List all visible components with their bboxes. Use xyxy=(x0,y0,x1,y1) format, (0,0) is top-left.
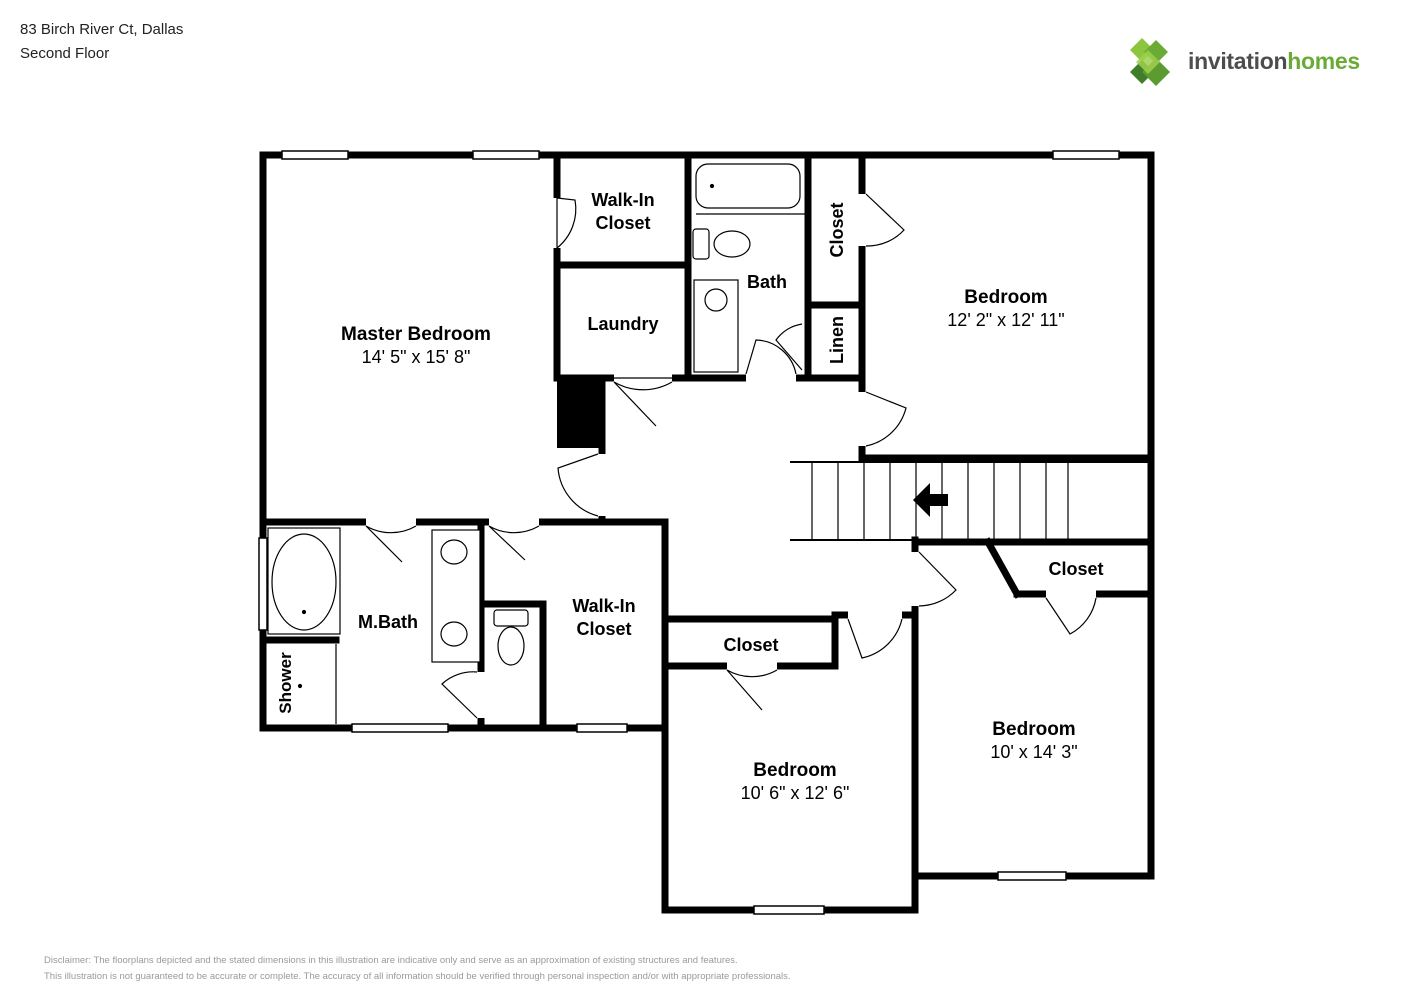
logo-mark-icon xyxy=(1130,38,1170,86)
bathtub-icon xyxy=(695,163,801,209)
label-bath: Bath xyxy=(747,272,787,292)
dims-bedroom-ne: 12' 2" x 12' 11" xyxy=(947,310,1064,330)
disclaimer-line-2: This illustration is not guaranteed to b… xyxy=(44,971,791,982)
stairs xyxy=(790,461,1151,541)
walls xyxy=(259,151,1155,914)
label-bedroom-se: Bedroom xyxy=(992,719,1075,740)
logo-word-homes: homes xyxy=(1287,48,1360,74)
structural-column xyxy=(557,378,605,448)
fixtures xyxy=(267,163,808,724)
property-address: 83 Birch River Ct, Dallas xyxy=(20,21,184,38)
label-bedroom-ne: Bedroom xyxy=(964,287,1047,308)
dims-bedroom-s: 10' 6" x 12' 6" xyxy=(741,783,850,803)
stair-direction-arrow-icon xyxy=(913,483,948,517)
label-walkin-mid-2: Closet xyxy=(576,619,631,639)
toilet-icon xyxy=(692,228,710,260)
logo-word-invitation: invitation xyxy=(1188,48,1288,74)
master-tub-icon xyxy=(271,533,337,631)
toilet-icon xyxy=(493,609,529,627)
doors xyxy=(365,193,1097,719)
dims-bedroom-se: 10' x 14' 3" xyxy=(990,742,1077,762)
disclaimer-line-1: Disclaimer: The floorplans depicted and … xyxy=(44,955,738,966)
sink-icon xyxy=(440,539,468,565)
floor-label: Second Floor xyxy=(20,45,110,62)
label-linen: Linen xyxy=(827,316,847,364)
label-master-bedroom: Master Bedroom xyxy=(341,324,491,345)
room-labels: Master Bedroom 14' 5" x 15' 8" Walk-In C… xyxy=(276,190,1104,803)
invitation-homes-logo: invitationhomes xyxy=(1128,36,1388,88)
label-closet-mid: Closet xyxy=(723,635,778,655)
label-shower: Shower xyxy=(276,652,295,714)
label-walkin-top-1: Walk-In xyxy=(591,190,654,210)
label-m-bath: M.Bath xyxy=(358,612,418,632)
label-laundry: Laundry xyxy=(587,314,658,334)
label-bedroom-s: Bedroom xyxy=(753,760,836,781)
dims-master-bedroom: 14' 5" x 15' 8" xyxy=(362,347,471,367)
label-closet-right: Closet xyxy=(1048,559,1103,579)
label-walkin-mid-1: Walk-In xyxy=(572,596,635,616)
shower-drain-icon xyxy=(297,683,303,689)
sink-icon xyxy=(704,288,728,312)
windows xyxy=(258,150,1120,915)
label-closet-top: Closet xyxy=(827,202,847,257)
label-walkin-top-2: Closet xyxy=(595,213,650,233)
sink-icon xyxy=(440,621,468,647)
